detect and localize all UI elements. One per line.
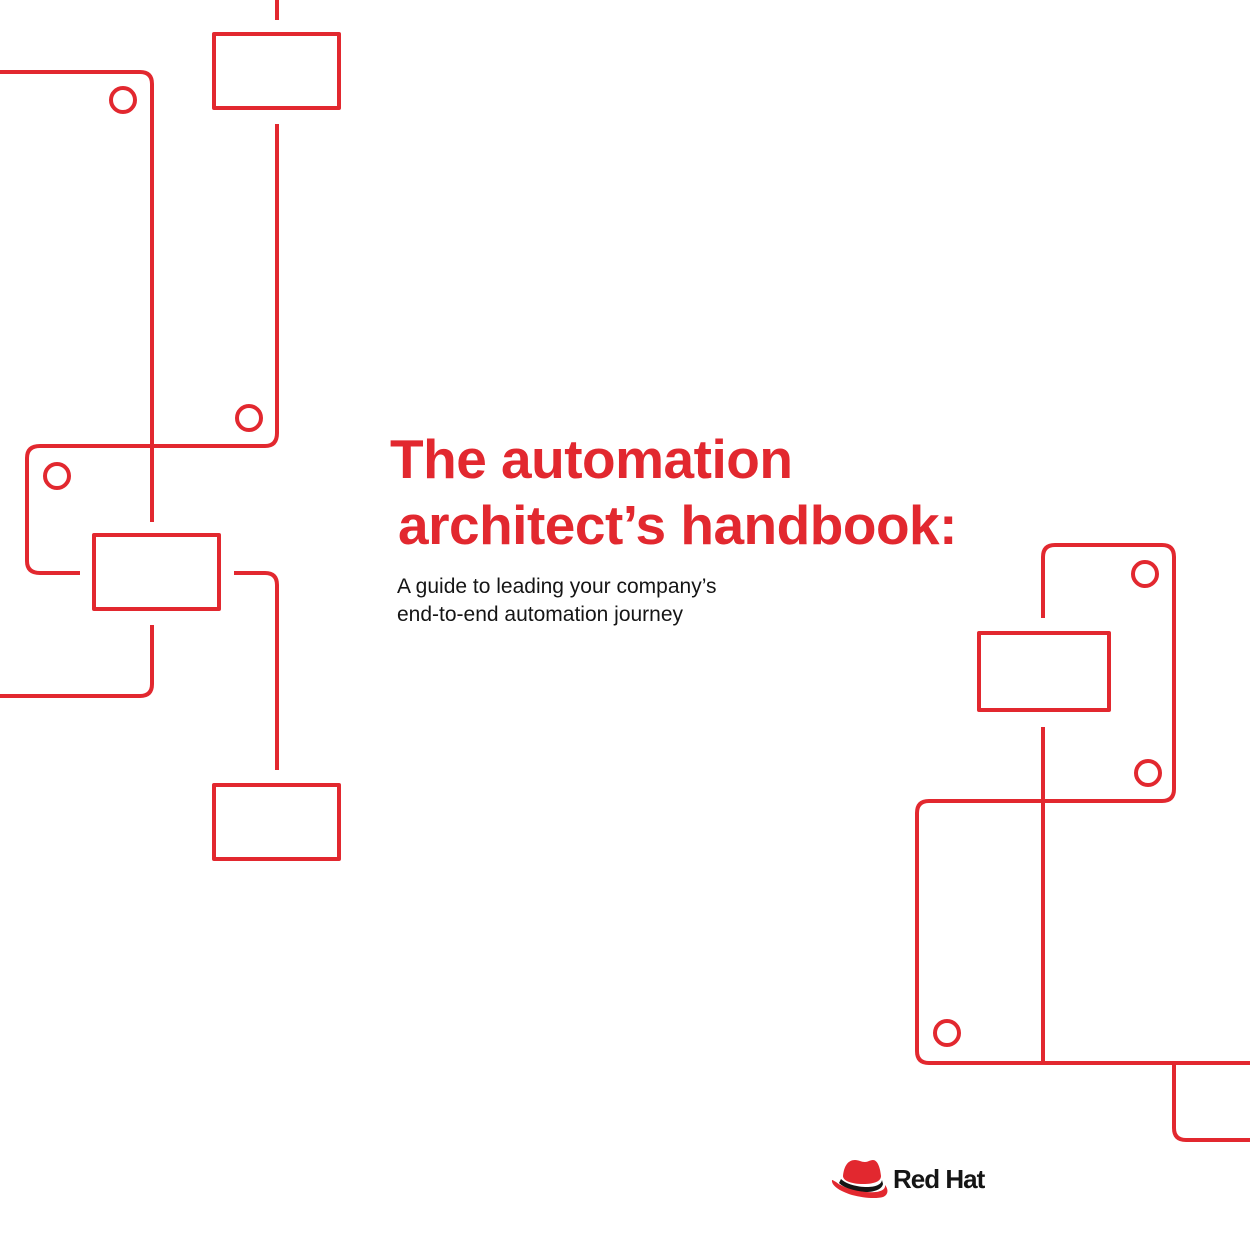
circuit-node	[109, 86, 137, 114]
circuit-box	[212, 32, 341, 110]
circuit-node	[1131, 560, 1159, 588]
subtitle-line-2: end-to-end automation journey	[397, 603, 684, 626]
circuit-box	[212, 783, 341, 861]
title-line-1: The automation	[390, 428, 793, 490]
brand-wordmark: Red Hat	[893, 1164, 985, 1194]
circuit-node	[1134, 759, 1162, 787]
circuit-box	[977, 631, 1111, 712]
subtitle-line-1: A guide to leading your company’s	[397, 575, 717, 598]
circuit-box	[92, 533, 221, 611]
cover-title: The automation architect’s handbook:	[390, 426, 1010, 558]
red-hat-fedora-icon	[831, 1160, 888, 1199]
right-circuit-cluster	[915, 543, 1250, 1142]
circuit-node	[235, 404, 263, 432]
circuit-node	[933, 1019, 961, 1047]
red-hat-logo: Red Hat	[830, 1158, 1020, 1202]
circuit-node	[43, 462, 71, 490]
left-circuit-cluster	[0, 0, 341, 861]
title-line-2: architect’s handbook:	[398, 494, 957, 556]
cover-subtitle: A guide to leading your company’s end-to…	[397, 573, 917, 629]
